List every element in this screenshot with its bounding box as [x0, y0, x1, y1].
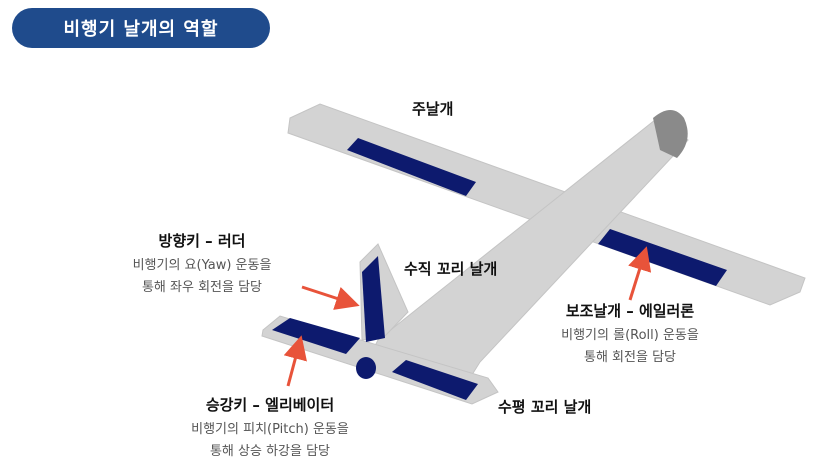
page-title: 비행기 날개의 역할: [12, 8, 270, 48]
rudder-arrow: [301, 285, 360, 310]
elevator-callout-title: 승강키 – 엘리베이터: [205, 396, 335, 414]
main-wing-label: 주날개: [412, 100, 454, 118]
elevator-callout-line2: 통해 상승 하강을 담당: [209, 444, 331, 459]
aileron-left: [347, 138, 476, 196]
rudder-callout-line1: 비행기의 요(Yaw) 운동을: [132, 258, 272, 273]
aileron-right: [598, 229, 727, 286]
tail-cone: [356, 357, 376, 379]
elevator-arrow: [283, 335, 307, 387]
page-title-text: 비행기 날개의 역할: [63, 19, 219, 40]
aileron-callout-title: 보조날개 – 에일러론: [565, 302, 695, 320]
aileron-callout-line1: 비행기의 롤(Roll) 운동을: [561, 328, 699, 343]
rudder: [362, 256, 385, 342]
elevator-callout-line1: 비행기의 피치(Pitch) 운동을: [191, 422, 349, 437]
rudder-callout: 방향키 – 러더 비행기의 요(Yaw) 운동을 통해 좌우 회전을 담당: [112, 230, 292, 299]
aileron-callout: 보조날개 – 에일러론 비행기의 롤(Roll) 운동을 통해 회전을 담당: [530, 300, 730, 369]
nose-cap: [653, 110, 688, 158]
vertical-tail-label: 수직 꼬리 날개: [404, 260, 498, 278]
rudder-callout-line2: 통해 좌우 회전을 담당: [141, 280, 263, 295]
elevator-right: [392, 360, 478, 400]
horizontal-tail-label: 수평 꼬리 날개: [498, 398, 592, 416]
aileron-callout-line2: 통해 회전을 담당: [584, 350, 676, 365]
rudder-callout-title: 방향키 – 러더: [158, 232, 246, 250]
elevator-left: [272, 318, 360, 354]
aileron-arrow: [628, 246, 652, 301]
elevator-callout: 승강키 – 엘리베이터 비행기의 피치(Pitch) 운동을 통해 상승 하강을…: [170, 394, 370, 463]
